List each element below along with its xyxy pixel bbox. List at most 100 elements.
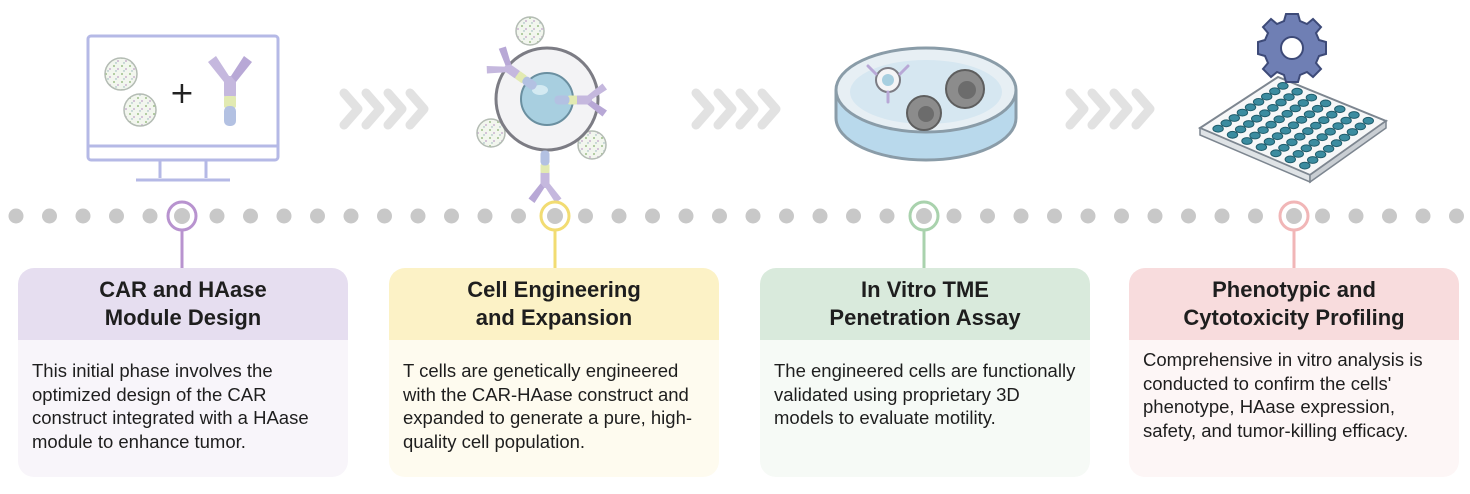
step-marker-3 — [908, 200, 940, 268]
plate-well — [1289, 104, 1302, 113]
plate-well — [1308, 138, 1320, 147]
step-marker-4 — [1278, 200, 1310, 268]
timeline-dot — [578, 208, 593, 224]
plate-well — [1330, 139, 1343, 148]
timeline-dot — [879, 208, 895, 224]
timeline-dot — [1013, 208, 1029, 224]
step-card-2: Cell Engineering and Expansion T cells a… — [389, 268, 719, 477]
plate-well — [1362, 116, 1375, 125]
plate-well — [1257, 126, 1269, 135]
plate-well — [1302, 127, 1314, 136]
plate-well — [1295, 115, 1308, 124]
plate-well — [1251, 114, 1263, 123]
timeline-dot — [42, 208, 57, 224]
plate-well — [1284, 155, 1297, 164]
timeline-dot — [1147, 208, 1163, 224]
timeline-dot — [511, 208, 526, 224]
timeline-dot — [8, 208, 24, 224]
timeline-dots — [8, 208, 1464, 224]
plate-well — [1241, 137, 1253, 145]
plate-well — [1267, 104, 1279, 112]
timeline-dot — [779, 208, 794, 224]
timeline-dot — [745, 208, 761, 224]
well-plate-with-gear-icon — [1197, 13, 1389, 184]
plate-well — [1255, 143, 1268, 152]
plate-well — [1249, 131, 1261, 140]
plate-well — [1228, 114, 1241, 122]
plate-well — [1265, 120, 1277, 129]
plus-sign: + — [169, 76, 194, 111]
timeline-dot — [343, 208, 359, 224]
plate-well — [1212, 124, 1224, 133]
t-cell-with-receptors-icon — [476, 16, 607, 203]
step-marker-1 — [166, 200, 198, 268]
step-marker-2 — [539, 200, 571, 268]
petri-dish-3d-model-icon — [834, 46, 1018, 162]
step-2-title-line-2: and Expansion — [475, 305, 633, 330]
timeline-dot — [1248, 208, 1263, 224]
plate-well — [1226, 130, 1239, 139]
plate-well — [1270, 149, 1282, 158]
step-card-2-title: Cell Engineering and Expansion — [389, 268, 719, 340]
timeline-dot — [477, 208, 493, 224]
plate-well — [1338, 133, 1351, 142]
step-1-title-line-2: Module Design — [104, 305, 262, 330]
timeline-dot — [75, 208, 91, 224]
plate-well — [1324, 127, 1336, 136]
plate-well — [1300, 144, 1313, 153]
step-4-description: Comprehensive in vitro analysis is condu… — [1143, 349, 1423, 441]
timeline-dot — [1214, 208, 1230, 224]
plate-well — [1286, 138, 1298, 147]
timeline-dot — [1181, 208, 1196, 224]
step-card-4: Phenotypic and Cytotoxicity Profiling Co… — [1129, 268, 1459, 477]
timeline-dot — [946, 208, 962, 224]
plate-well — [1322, 144, 1335, 153]
step-4-title-line-2: Cytotoxicity Profiling — [1183, 305, 1405, 330]
plate-well — [1261, 92, 1273, 101]
timeline-dot — [310, 208, 325, 224]
plate-well — [1348, 111, 1360, 119]
plate-well — [1281, 109, 1293, 118]
timeline-dot — [1114, 208, 1129, 224]
chevron-arrows-icon — [691, 88, 781, 130]
plate-well — [1275, 98, 1287, 107]
chevron-arrows-icon — [1065, 88, 1155, 130]
step-4-title-line-1: Phenotypic and — [1212, 277, 1376, 302]
timeline-dot — [1449, 208, 1464, 224]
timeline-dot — [109, 208, 124, 224]
plate-well — [1279, 126, 1292, 135]
plate-well — [1283, 93, 1295, 101]
plate-well — [1311, 104, 1324, 113]
timeline-dot — [276, 208, 292, 224]
chevron-arrows-icon — [339, 88, 429, 130]
step-card-3-title: In Vitro TME Penetration Assay — [760, 268, 1090, 340]
timeline-dot — [209, 208, 225, 224]
plate-well — [1292, 150, 1305, 158]
step-1-title-line-1: CAR and HAase — [99, 277, 267, 302]
timeline-dot — [846, 208, 861, 224]
step-2-title-line-1: Cell Engineering — [467, 277, 641, 302]
plate-well — [1236, 108, 1249, 117]
plate-well — [1354, 122, 1367, 131]
timeline-dot — [243, 208, 258, 224]
computer-monitor-with-antibody-icon — [86, 34, 280, 182]
step-card-1-title: CAR and HAase Module Design — [18, 268, 348, 340]
timeline-dot — [377, 208, 392, 224]
timeline-dot — [410, 208, 426, 224]
timeline-dot — [1047, 208, 1062, 224]
plate-well — [1294, 132, 1306, 141]
plate-well — [1244, 103, 1257, 112]
plate-well — [1318, 116, 1330, 125]
plate-well — [1340, 116, 1352, 125]
plate-well — [1299, 161, 1311, 170]
plate-well — [1243, 120, 1255, 128]
plate-well — [1291, 87, 1303, 96]
plate-well — [1346, 128, 1359, 136]
plate-well — [1307, 156, 1319, 164]
plate-well — [1314, 150, 1327, 159]
plate-well — [1263, 137, 1276, 146]
timeline-dot — [1315, 208, 1330, 224]
plate-well — [1332, 122, 1344, 130]
plate-well — [1326, 110, 1338, 119]
